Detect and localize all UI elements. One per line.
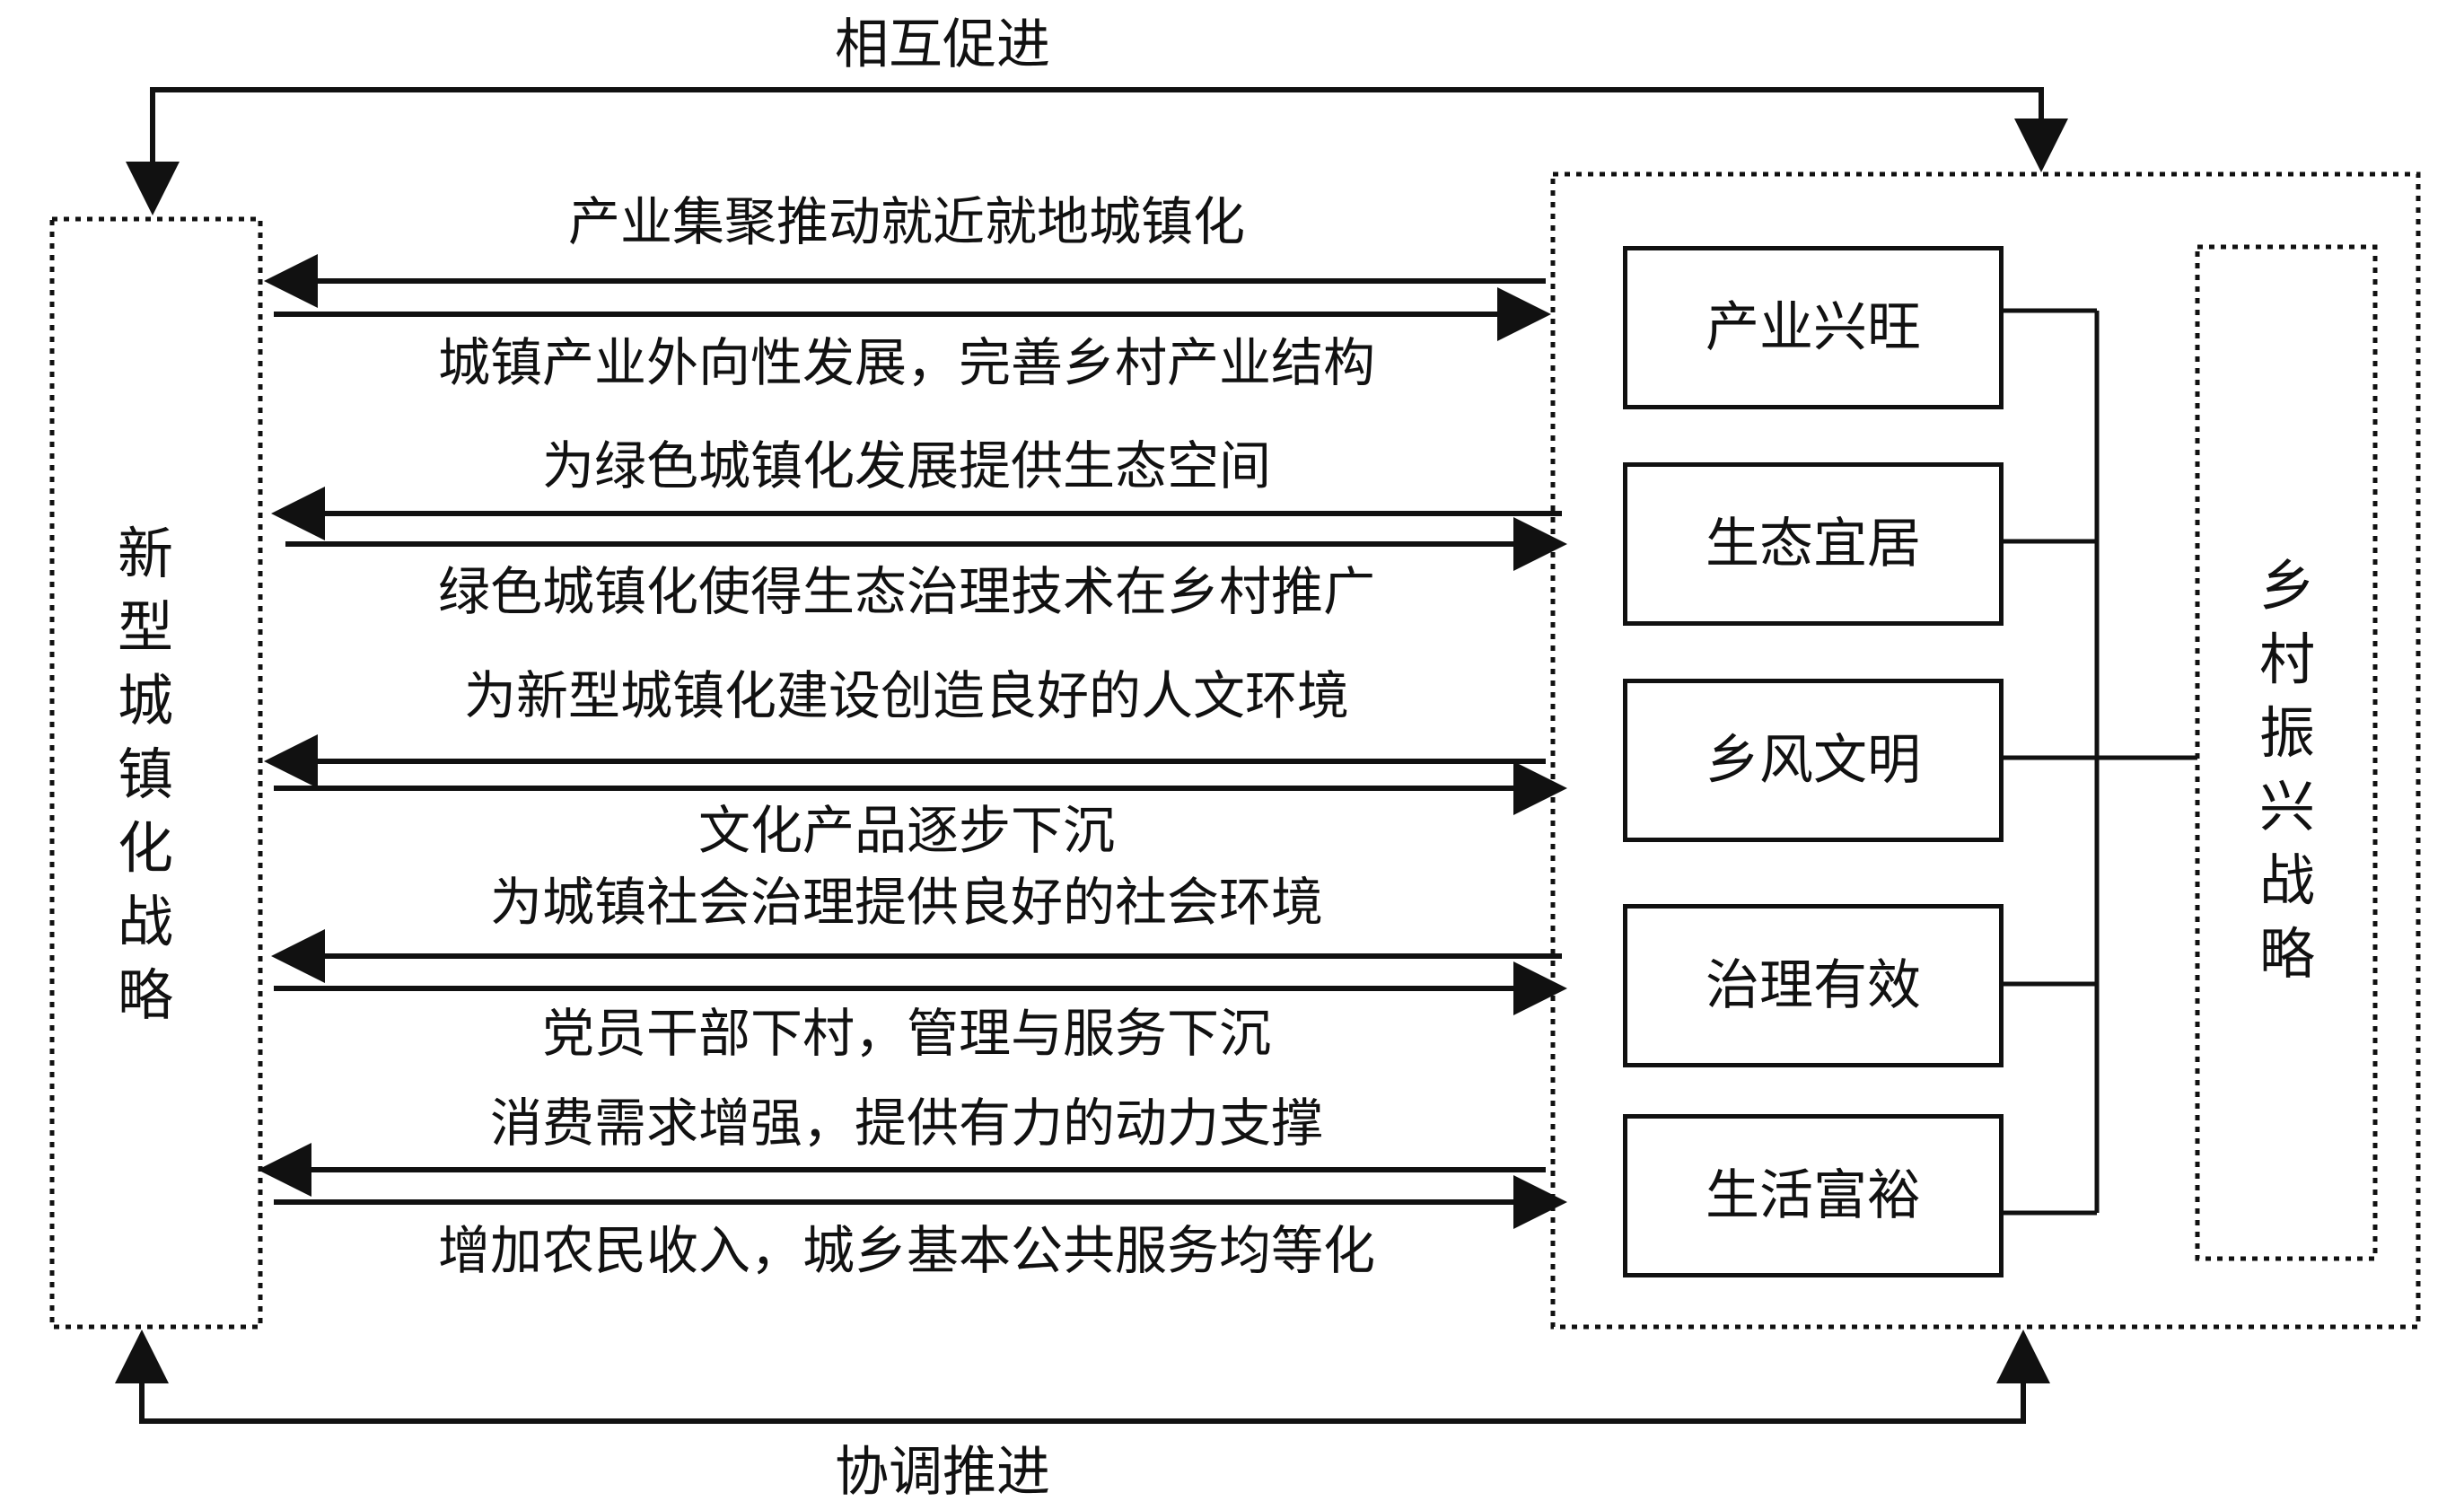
- relation-4-to-right-label: 党员干部下村，管理与服务下沉: [541, 1003, 1271, 1064]
- relation-3-to-left-label: 为新型城镇化建设创造良好的人文环境: [463, 665, 1349, 726]
- relation-5-to-left-label: 消费需求增强，提供有力的动力支撑: [489, 1093, 1323, 1154]
- pillar-box-ecology: 生态宜居: [1623, 462, 2004, 626]
- left-strategy-dotted-box: [49, 216, 263, 1330]
- relation-5-to-right-label: 增加农民收入，城乡基本公共服务均等化: [437, 1220, 1375, 1281]
- relation-4-to-left-label: 为城镇社会治理提供良好的社会环境: [489, 872, 1323, 933]
- pillar-box-industry: 产业兴旺: [1623, 246, 2004, 409]
- relation-3-to-right-label: 文化产品逐步下沉: [697, 800, 1115, 861]
- pillar-box-governance: 治理有效: [1623, 904, 2004, 1067]
- top-loop-right-arrow: [898, 87, 2068, 172]
- bottom-loop-label: 协调推进: [835, 1441, 1050, 1504]
- pillar-box-culture: 乡风文明: [1623, 679, 2004, 842]
- right-strategy-title: 乡村振兴战略: [2258, 553, 2315, 987]
- relation-2-to-right-label: 绿色城镇化使得生态治理技术在乡村推广: [437, 561, 1375, 622]
- top-loop-left-arrow: [126, 87, 898, 215]
- bottom-loop-right-arrow: [898, 1330, 2050, 1424]
- bottom-loop-left-arrow: [115, 1330, 898, 1424]
- relation-2-to-left-label: 为绿色城镇化发展提供生态空间: [541, 435, 1271, 496]
- top-loop-label: 相互促进: [835, 13, 1050, 76]
- pillar-box-livelihood: 生活富裕: [1623, 1114, 2004, 1277]
- right-strategy-outer-dotted-box: [1550, 171, 2421, 1330]
- relation-1-to-right-label: 城镇产业外向性发展，完善乡村产业结构: [437, 332, 1375, 393]
- left-strategy-title: 新型城镇化战略: [117, 521, 173, 1028]
- relation-1-to-left-label: 产业集聚推动就近就地城镇化: [567, 191, 1245, 252]
